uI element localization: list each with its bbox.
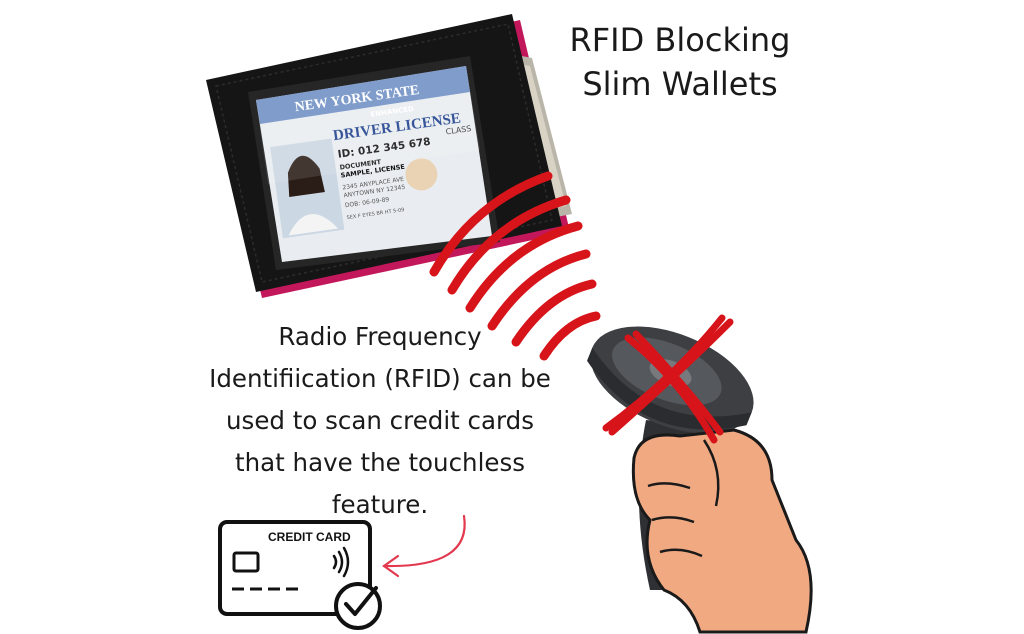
finger-line-1 xyxy=(647,482,691,490)
hand xyxy=(631,428,813,634)
pointer-arrow xyxy=(382,514,466,578)
title-line-1: RFID Blocking xyxy=(569,21,791,59)
description-line-5: feature. xyxy=(331,490,429,519)
license-seal xyxy=(405,158,438,191)
description-line-1: Radio Frequency xyxy=(278,322,482,351)
title-line-2: Slim Wallets xyxy=(582,65,778,103)
finger-line-3 xyxy=(659,548,703,558)
license-class: CLASS xyxy=(445,124,472,137)
credit-card-icon: CREDIT CARD xyxy=(218,520,382,630)
thumb-line xyxy=(702,439,720,507)
finger-line-2 xyxy=(651,516,695,524)
description-line-2: Identifiication (RFID) can be xyxy=(209,364,551,393)
wave-2 xyxy=(447,195,571,295)
hand-palm xyxy=(631,428,813,634)
rfid-waves xyxy=(429,171,601,361)
wave-4 xyxy=(487,249,591,331)
wave-5 xyxy=(511,279,597,347)
credit-card-label: CREDIT CARD xyxy=(268,530,351,544)
arrow-head xyxy=(382,554,400,578)
contactless-icon xyxy=(332,546,350,578)
check-icon xyxy=(344,586,378,616)
wave-1 xyxy=(429,171,553,277)
description-line-3: used to scan credit cards xyxy=(226,406,534,435)
page-title: RFID Blocking Slim Wallets xyxy=(530,18,830,106)
driver-license: NEW YORK STATE ENHANCED DRIVER LICENSE C… xyxy=(256,66,492,262)
arrow-curve xyxy=(382,514,466,568)
rfid-description: Radio Frequency Identifiication (RFID) c… xyxy=(180,316,580,526)
cross-out-mark xyxy=(602,314,734,444)
credit-card-outline xyxy=(218,520,372,616)
card-chip xyxy=(232,551,260,573)
description-line-4: that have the touchless xyxy=(235,448,525,477)
wave-6 xyxy=(539,311,601,361)
wave-3 xyxy=(465,221,583,313)
